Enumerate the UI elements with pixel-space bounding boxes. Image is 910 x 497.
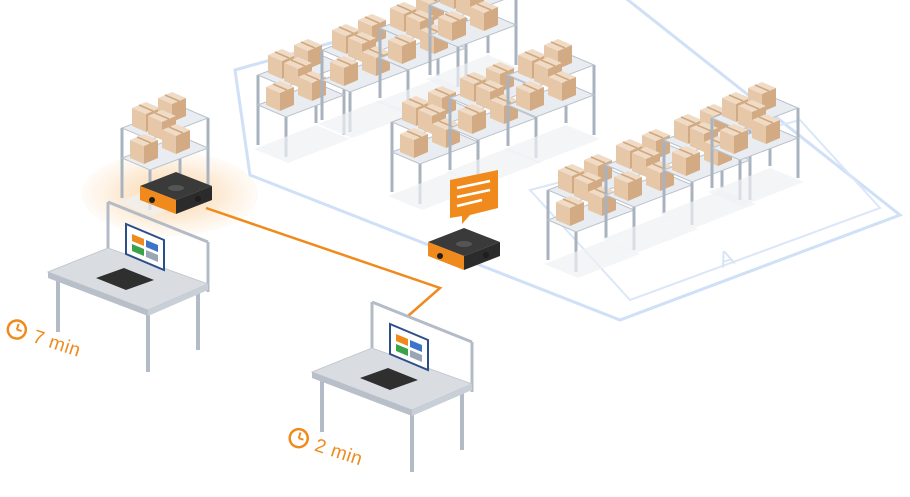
robot-mid <box>428 228 500 270</box>
clock-icon <box>288 427 309 449</box>
timer-station-2: 2 min <box>288 427 365 470</box>
message-icon <box>450 170 498 224</box>
timer-label-station-2: 2 min <box>312 435 365 470</box>
robot-route <box>205 206 443 317</box>
floor-zone-outline <box>233 0 904 322</box>
timer-station-1: 7 min <box>6 319 83 362</box>
clock-icon <box>6 319 28 340</box>
